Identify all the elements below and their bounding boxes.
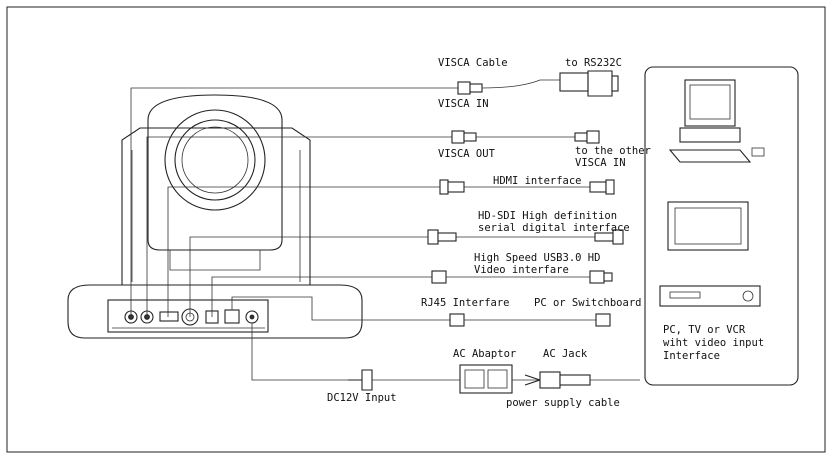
label-usb-2: Video interfare	[474, 264, 569, 276]
hdsdi-cable	[427, 229, 624, 245]
label-pc-switch: PC or Switchboard	[534, 297, 642, 309]
label-pc-tv-2: wiht video input	[663, 337, 765, 349]
label-to-other-2: VISCA IN	[575, 157, 626, 169]
devices-panel	[644, 66, 799, 386]
label-visca-in: VISCA IN	[438, 98, 489, 110]
rj45-cable	[449, 313, 611, 327]
label-hdsdi-1: HD-SDI High definition	[478, 210, 618, 222]
label-pc-tv-1: PC, TV or VCR	[663, 324, 746, 336]
visca-out-cable	[451, 130, 600, 144]
label-rj45: RJ45 Interfare	[421, 297, 510, 309]
cable-lines	[130, 87, 458, 381]
label-visca-out: VISCA OUT	[438, 148, 495, 160]
label-usb-1: High Speed USB3.0 HD	[474, 252, 601, 264]
visca-cable	[457, 70, 619, 97]
label-pc-tv-3: Interface	[663, 350, 720, 362]
label-ac-adaptor: AC Abaptor	[453, 348, 517, 360]
label-hdmi: HDMI interface	[493, 175, 582, 187]
label-dc12v: DC12V Input	[327, 392, 397, 404]
label-to-other-1: to the other	[575, 145, 651, 157]
label-ac-jack: AC Jack	[543, 348, 588, 360]
power-supply	[348, 364, 640, 394]
usb-cable	[431, 270, 613, 284]
label-visca-cable: VISCA Cable	[438, 57, 508, 69]
label-hdsdi-2: serial digital interface	[478, 222, 630, 234]
label-to-rs232c: to RS232C	[565, 57, 622, 69]
ptz-camera	[67, 94, 363, 339]
label-power-cable: power supply cable	[506, 397, 620, 409]
outer-frame	[6, 6, 826, 453]
hdmi-cable	[439, 179, 615, 195]
